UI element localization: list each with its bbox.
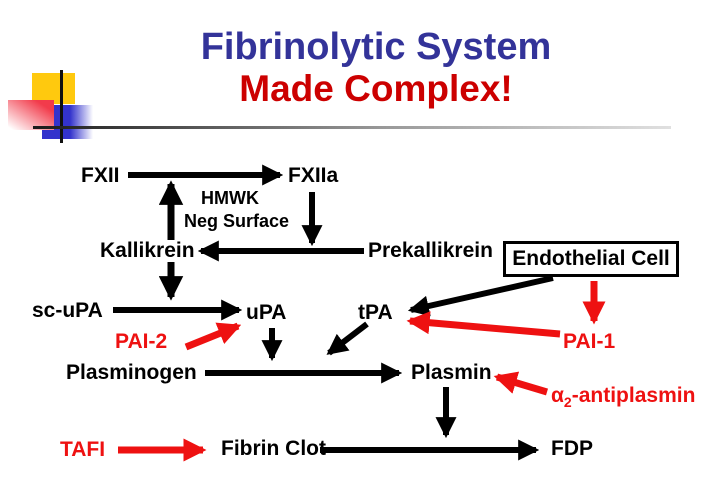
- decoration-vertical-line: [60, 70, 63, 143]
- node-alpha2-antiplasmin: α2-antiplasmin: [551, 384, 696, 411]
- node-endothelial-cell: Endothelial Cell: [503, 241, 679, 277]
- node-fxii: FXII: [81, 164, 120, 187]
- title-divider-line: [33, 126, 671, 129]
- node-neg-surface: Neg Surface: [184, 211, 290, 231]
- node-fibrin-clot: Fibrin Clot: [221, 437, 326, 460]
- node-plasmin: Plasmin: [411, 361, 492, 384]
- node-plasminogen: Plasminogen: [66, 361, 197, 384]
- node-pai-2: PAI-2: [115, 330, 168, 353]
- node-pai-1: PAI-1: [563, 330, 616, 353]
- node-tafi: TAFI: [60, 438, 106, 461]
- endothelial-cell-label: Endothelial Cell: [512, 247, 670, 270]
- arrow-pai2-to-upa: [184, 322, 242, 351]
- node-hmwk: HMWK: [201, 188, 259, 208]
- node-upa: uPA: [246, 301, 287, 324]
- arrow-pai1-to-tpa: [406, 311, 561, 338]
- node-fxiia: FXIIa: [288, 164, 339, 187]
- antiplasmin-alpha: α: [551, 384, 564, 407]
- arrow-endothelial-to-tpa: [407, 275, 554, 317]
- node-kallikrein: Kallikrein: [100, 239, 195, 262]
- decoration-yellow-square: [32, 73, 75, 104]
- decoration-red-square: [8, 100, 54, 130]
- slide-subtitle: Made Complex!: [239, 68, 513, 109]
- node-tpa: tPA: [358, 301, 393, 324]
- antiplasmin-subscript: 2: [563, 394, 572, 411]
- arrow-antiplasmin-to-plasmin: [493, 371, 549, 396]
- arrow-tpa-down-to-plasminogen: [326, 321, 369, 356]
- node-prekallikrein: Prekallikrein: [368, 239, 493, 262]
- antiplasmin-suffix: -antiplasmin: [571, 384, 696, 407]
- node-sc-upa: sc-uPA: [32, 299, 103, 322]
- node-fdp: FDP: [551, 437, 593, 460]
- slide-title: Fibrinolytic System: [200, 26, 552, 68]
